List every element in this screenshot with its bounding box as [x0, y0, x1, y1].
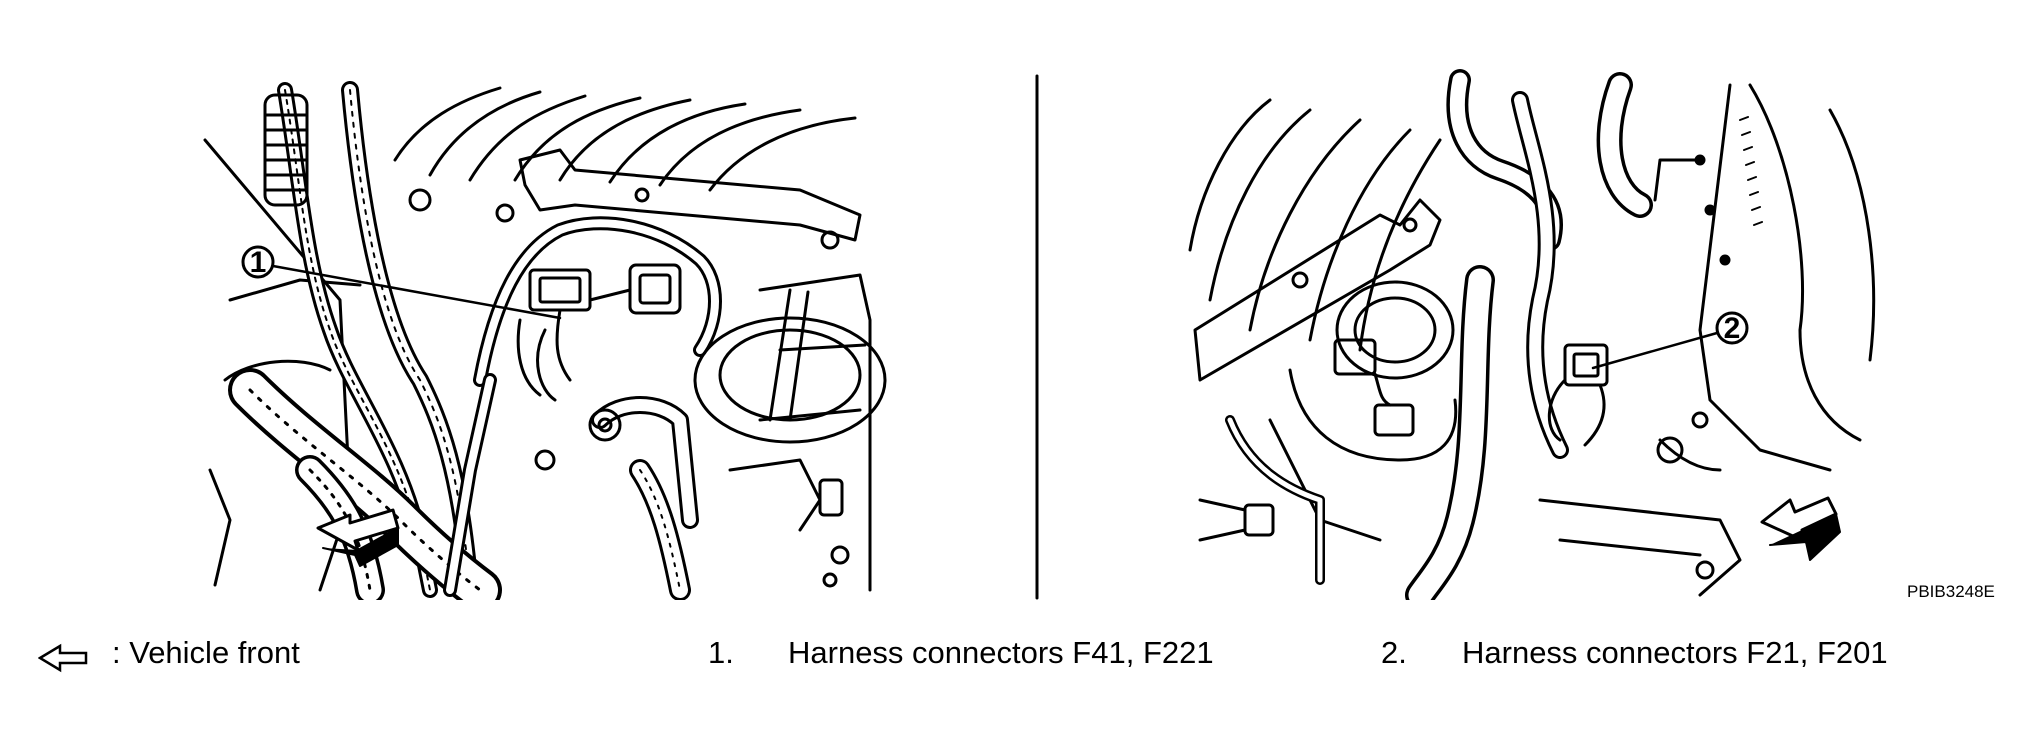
right-engine-view: [1188, 69, 1876, 600]
callout-1-label: 1: [250, 246, 267, 279]
legend-item-2-number: 2.: [1381, 635, 1407, 670]
legend-vehicle-front-text: : Vehicle front: [112, 635, 300, 670]
engine-bay-illustration: 1 2: [203, 69, 1876, 600]
legend-item-1-text: Harness connectors F41, F221: [788, 635, 1214, 670]
callout-2-label: 2: [1724, 312, 1741, 345]
figure-code: PBIB3248E: [1907, 582, 1995, 601]
legend-item-1-number: 1.: [708, 635, 734, 670]
hollow-left-arrow-icon: [38, 643, 88, 673]
left-engine-view: [203, 81, 887, 600]
legend-item-2-text: Harness connectors F21, F201: [1462, 635, 1888, 670]
